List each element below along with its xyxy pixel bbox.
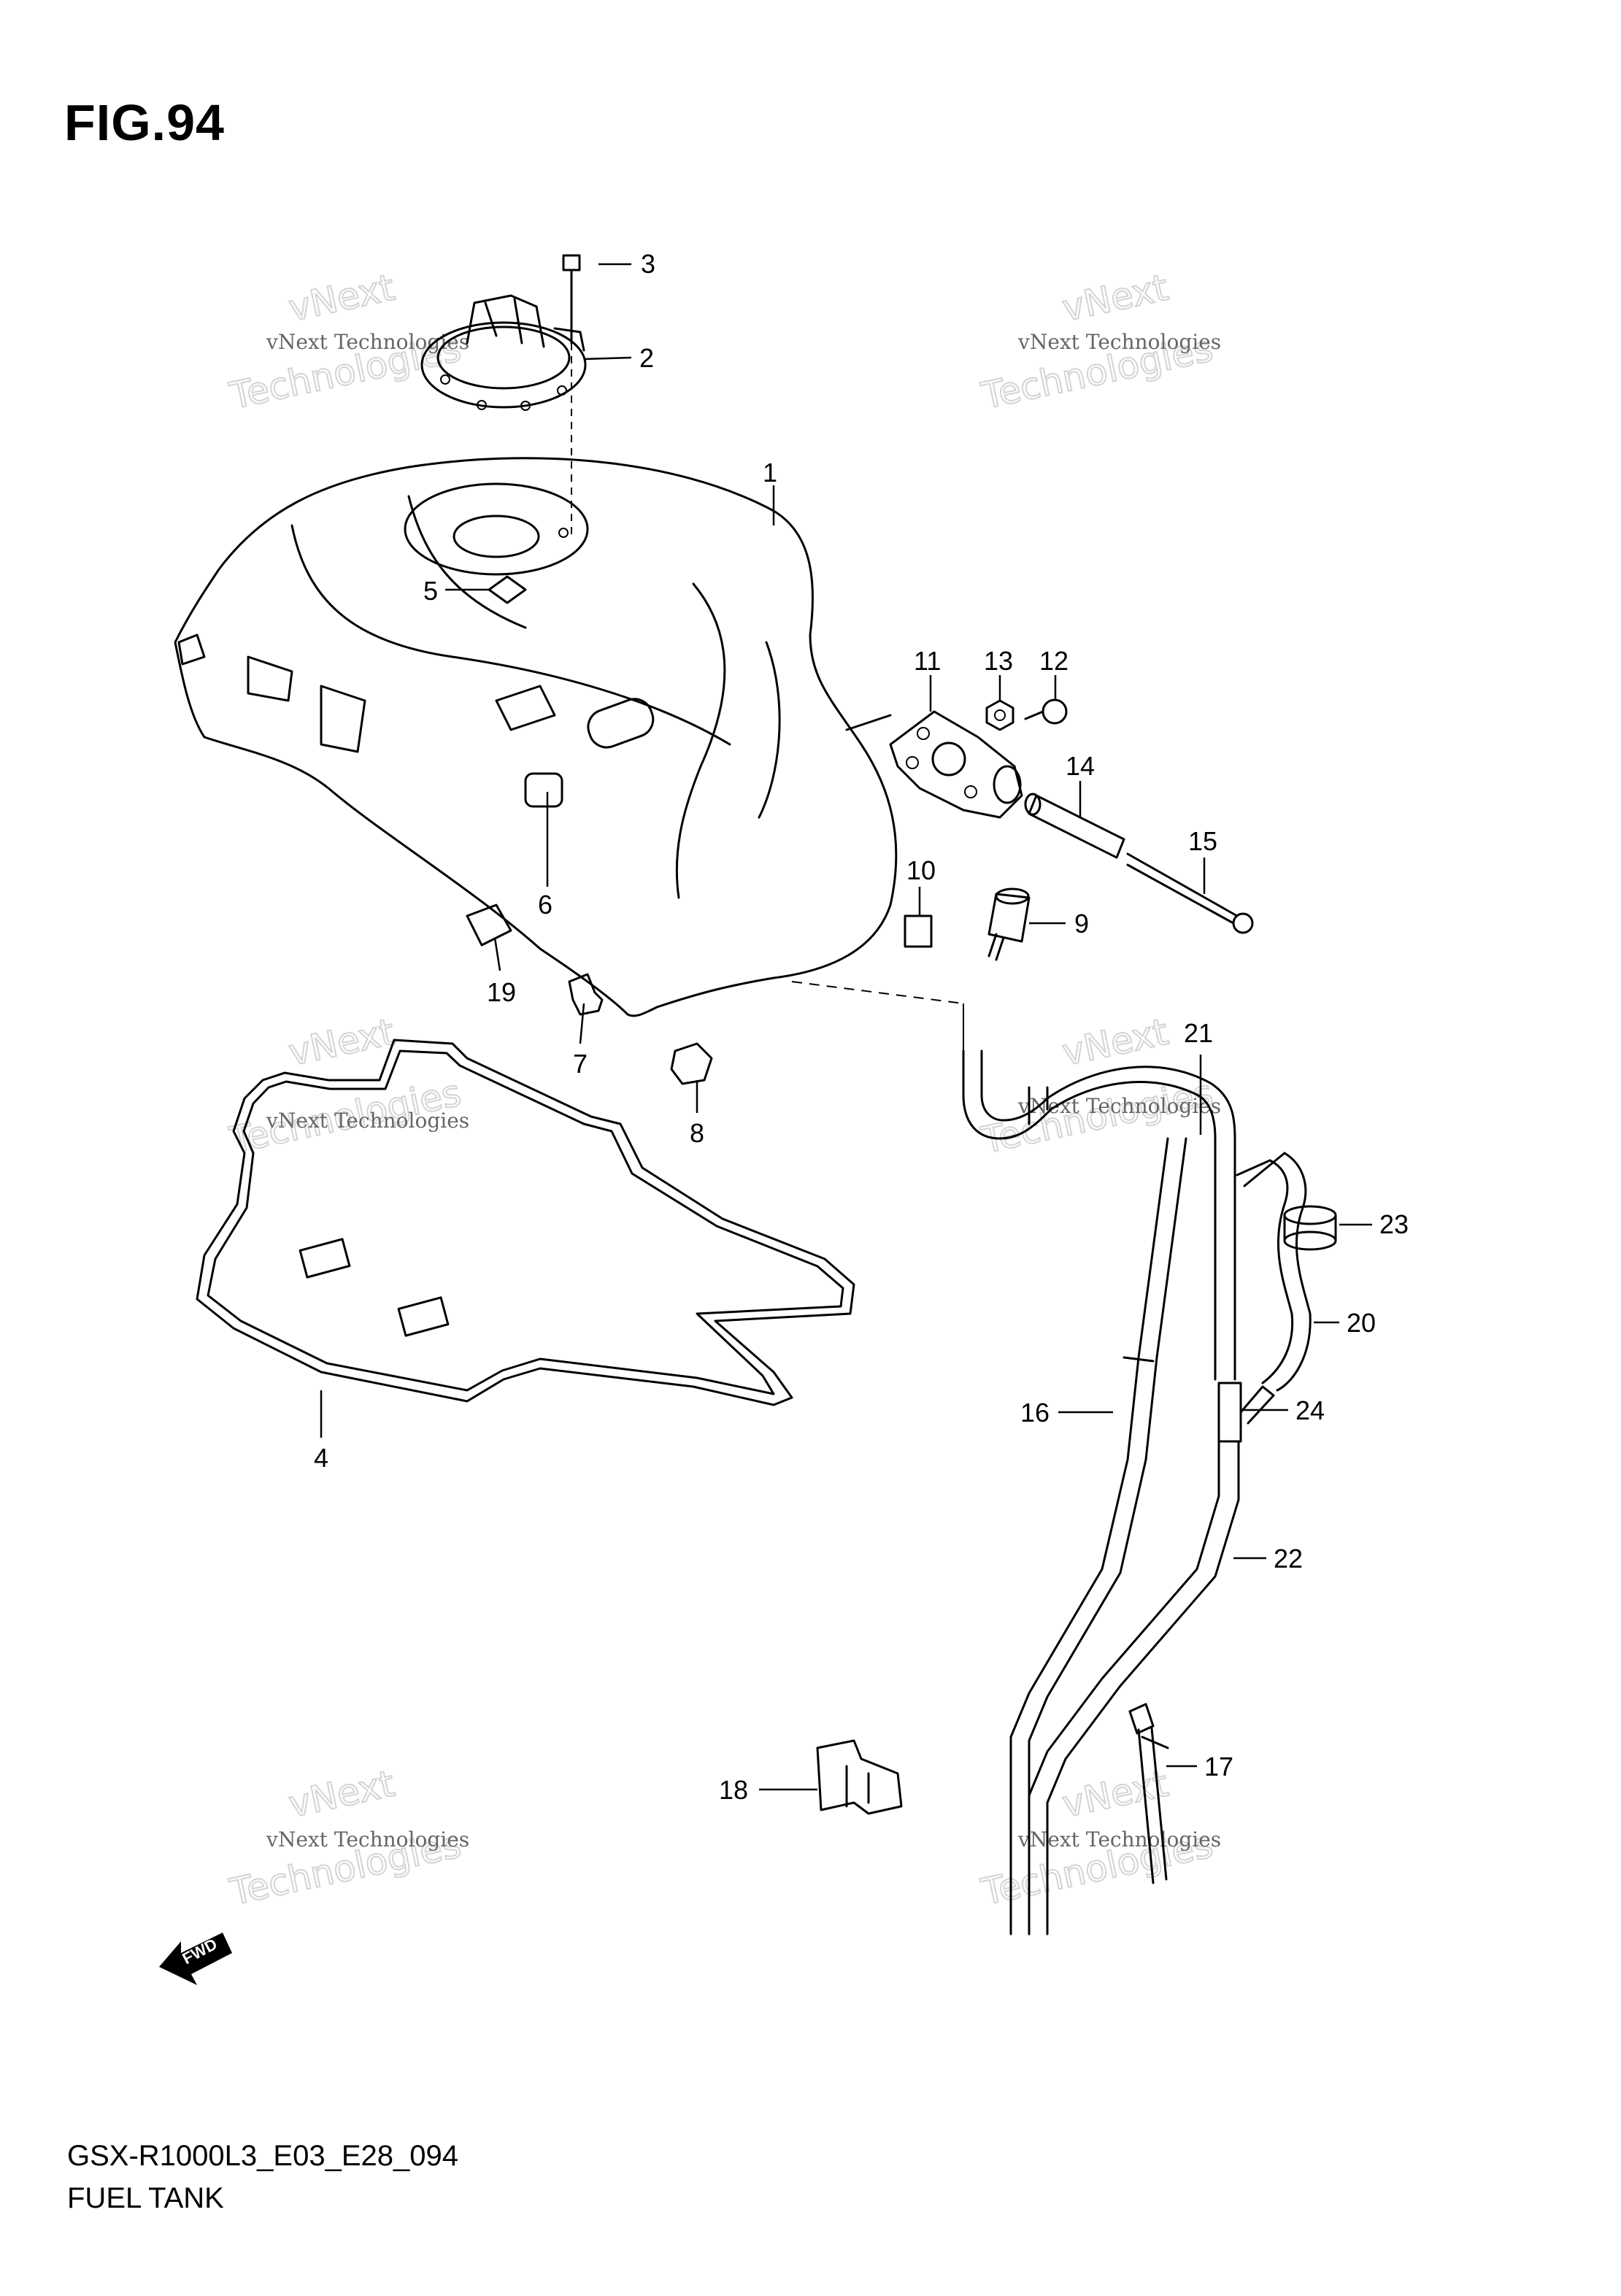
watermark-middle-left: vNext Technologies vNext Technologies — [225, 1010, 469, 1163]
callout-14: 14 — [1066, 751, 1095, 781]
svg-text:vNext: vNext — [285, 1011, 398, 1074]
callout-2: 2 — [639, 343, 654, 373]
figure-title: FIG.94 — [64, 94, 225, 151]
part-3-screw — [562, 254, 581, 540]
callout-24: 24 — [1295, 1395, 1325, 1425]
part-19-pad — [466, 904, 512, 947]
part-14-collar — [1024, 793, 1125, 859]
svg-text:vNext Technologies: vNext Technologies — [1017, 1094, 1221, 1118]
part-16-hose — [1009, 1137, 1187, 1935]
watermark-top-right: vNext Technologies vNext Technologies — [977, 266, 1221, 418]
svg-text:vNext: vNext — [285, 1763, 398, 1826]
callout-15: 15 — [1188, 826, 1217, 856]
part-22-hose — [1028, 1440, 1240, 1935]
part-9-cushion — [987, 887, 1031, 961]
svg-text:vNext Technologies: vNext Technologies — [1017, 1827, 1221, 1852]
part-10-pad — [904, 914, 933, 948]
svg-text:vNext: vNext — [285, 266, 398, 330]
callout-numbers: 3 2 1 5 6 11 13 12 14 15 10 9 19 7 8 4 1… — [314, 249, 1409, 1805]
callout-11: 11 — [914, 646, 941, 676]
callout-19: 19 — [487, 977, 516, 1007]
part-15-bolt — [1126, 852, 1254, 934]
part-4-seal — [196, 1039, 855, 1406]
callout-1: 1 — [763, 458, 777, 488]
callout-17: 17 — [1204, 1752, 1233, 1781]
svg-text:vNext: vNext — [1058, 266, 1171, 330]
callout-16: 16 — [1020, 1398, 1050, 1428]
svg-text:vNext Technologies: vNext Technologies — [1017, 330, 1221, 354]
callout-13: 13 — [984, 646, 1013, 676]
part-8-grommet — [670, 1042, 713, 1085]
svg-text:vNext: vNext — [1058, 1763, 1171, 1826]
assembly-name: FUEL TANK — [67, 2182, 224, 2214]
callout-4: 4 — [314, 1443, 328, 1473]
part-1-fuel-tank — [174, 457, 898, 1017]
part-21-hose — [962, 1049, 1236, 1176]
callout-9: 9 — [1074, 909, 1089, 939]
leader-lines — [320, 263, 1372, 1791]
watermark-bottom-right: vNext Technologies vNext Technologies — [977, 1762, 1221, 1914]
part-2-fuel-pump — [420, 294, 587, 411]
callout-12: 12 — [1039, 646, 1069, 676]
part-23-cap — [1283, 1205, 1337, 1251]
part-11-bracket — [889, 710, 1023, 819]
callout-20: 20 — [1347, 1308, 1376, 1338]
callout-5: 5 — [423, 576, 438, 606]
part-12-bolt — [1024, 698, 1068, 725]
watermark-bottom-left: vNext Technologies vNext Technologies — [225, 1762, 469, 1914]
callout-22: 22 — [1274, 1544, 1303, 1573]
part-5-label — [488, 575, 527, 604]
callout-7: 7 — [573, 1049, 588, 1079]
callout-10: 10 — [906, 855, 936, 885]
part-18-clip — [816, 1739, 903, 1815]
part-7-clip — [568, 973, 604, 1016]
part-20-hose — [1214, 1152, 1312, 1392]
callout-3: 3 — [641, 249, 655, 279]
svg-text:vNext: vNext — [1058, 1011, 1171, 1074]
callout-8: 8 — [690, 1118, 704, 1148]
part-24-joint — [1217, 1382, 1275, 1443]
model-code: GSX-R1000L3_E03_E28_094 — [67, 2140, 458, 2172]
callout-6: 6 — [538, 890, 552, 920]
fwd-arrow-icon: FWD — [159, 1933, 232, 1985]
part-17-clamp — [1128, 1703, 1169, 1884]
callout-23: 23 — [1379, 1209, 1409, 1239]
part-13-nut — [985, 699, 1014, 731]
callout-21: 21 — [1184, 1018, 1213, 1048]
watermark-top-left: vNext Technologies vNext Technologies — [225, 266, 469, 418]
svg-text:vNext Technologies: vNext Technologies — [266, 1109, 469, 1133]
callout-18: 18 — [719, 1775, 748, 1805]
svg-text:vNext Technologies: vNext Technologies — [266, 1827, 469, 1852]
